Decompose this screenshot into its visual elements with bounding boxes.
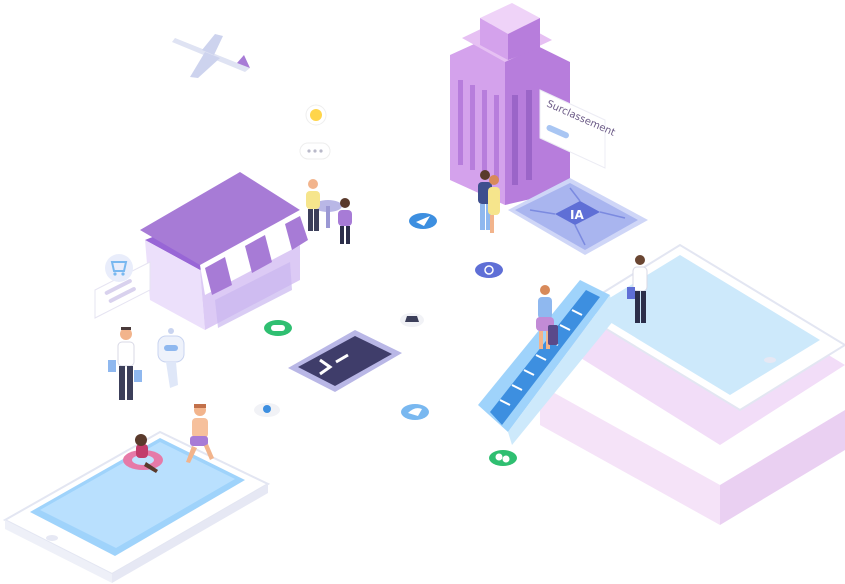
shop-building (140, 172, 310, 330)
chatbot-icon (254, 403, 280, 417)
couple (478, 170, 500, 233)
person-shopper (108, 327, 142, 400)
twitter-bird-icon (401, 404, 429, 420)
line-app-icon (264, 320, 292, 336)
typing-dots-icon (299, 142, 331, 160)
wechat-icon (489, 450, 517, 466)
airplane-icon (172, 34, 250, 78)
tablet-platform (540, 243, 845, 525)
person-in-ring (123, 434, 163, 473)
skyscraper (450, 3, 570, 205)
ia-circuit-board: IA (508, 178, 648, 255)
shopping-cart-card (94, 254, 151, 319)
shopping-cart-icon (110, 261, 128, 276)
smiley-face-icon (305, 104, 327, 126)
person-escalator (536, 285, 558, 349)
chatbot-robot (157, 328, 185, 388)
person-pilot (627, 255, 648, 323)
message-send-icon (409, 213, 437, 229)
ia-chip-label: IA (570, 208, 584, 222)
escalator (478, 280, 614, 445)
sync-icon (475, 262, 503, 278)
cafe-scene (306, 179, 352, 244)
terminal-tile (288, 330, 402, 392)
person-swimmer (186, 404, 214, 463)
android-icon (400, 313, 424, 327)
phone-pool (2, 430, 271, 583)
